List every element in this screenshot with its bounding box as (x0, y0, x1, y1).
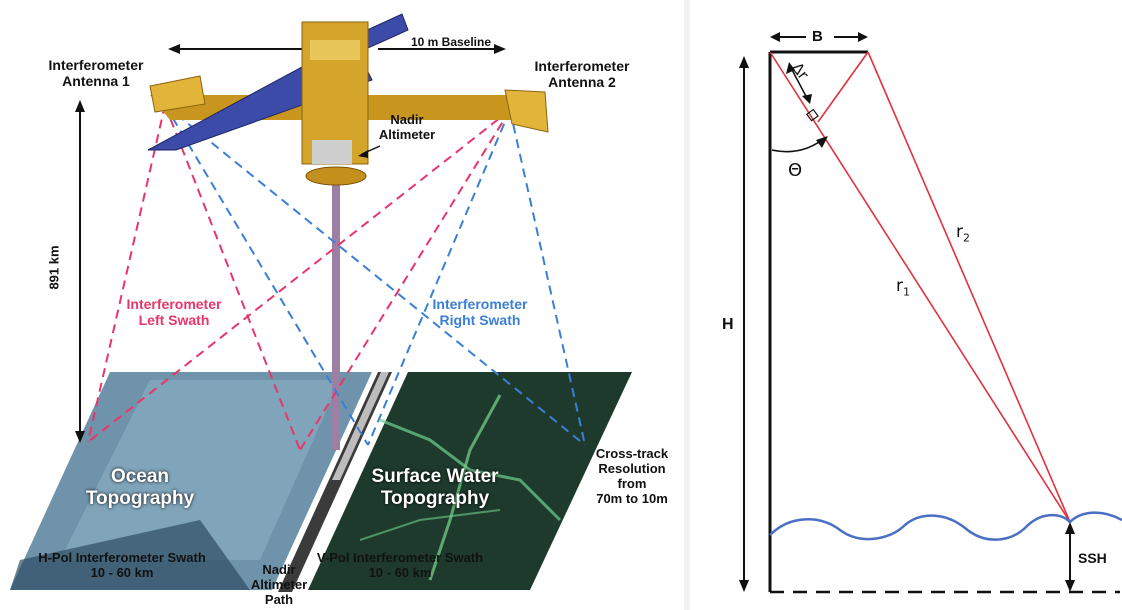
surface-water-label: Surface Water Topography (371, 466, 499, 509)
sea-surface-wave (769, 511, 1122, 541)
theta-symbol: Θ (788, 160, 803, 181)
nadir-altimeter-path-label: Nadir Altimeter Path (250, 562, 308, 607)
altimeter-dish (305, 166, 367, 186)
range-lines (769, 51, 1071, 523)
r1-symbol: r (896, 276, 903, 296)
baseline-symbol: B (812, 28, 823, 45)
ocean-texture (60, 380, 340, 560)
antenna-2 (504, 89, 549, 133)
ssh-label: SSH (1078, 550, 1107, 566)
right-swath-label: Interferometer Right Swath (432, 296, 528, 328)
baseline-label: 10 m Baseline (410, 35, 492, 49)
surface-water-image (308, 372, 632, 590)
altitude-arrow (75, 100, 85, 443)
hpol-swath-label: H-Pol Interferometer Swath 10 - 60 km (38, 550, 206, 580)
baseline-arrow (168, 44, 506, 54)
r2-label: r2 (956, 222, 970, 244)
antenna-1-label: Interferometer Antenna 1 (48, 57, 144, 89)
panel-divider (684, 0, 690, 610)
nadir-altimeter-label: Nadir Altimeter (378, 112, 436, 142)
crosstrack-resolution-label: Cross-track Resolution from 70m to 10m (595, 446, 669, 506)
height-symbol: H (722, 316, 734, 333)
antenna-1 (149, 75, 206, 113)
r1-subscript: 1 (903, 285, 910, 299)
theta-arc (771, 139, 823, 153)
antenna-2-label: Interferometer Antenna 2 (534, 58, 630, 90)
vpol-swath-label: V-Pol Interferometer Swath 10 - 60 km (316, 550, 484, 580)
r1-label: r1 (896, 276, 910, 298)
r2-symbol: r (956, 222, 963, 242)
altitude-label: 891 km (46, 245, 62, 290)
interferometry-geometry (739, 32, 1122, 594)
satellite-diagram (10, 13, 632, 592)
ocean-topography-label: Ocean Topography (85, 466, 195, 509)
r2-subscript: 2 (963, 231, 970, 245)
left-swath-label: Interferometer Left Swath (126, 296, 222, 328)
altimeter-beam (332, 180, 340, 450)
left-swath-lines (87, 104, 511, 451)
right-angle-marker (805, 108, 819, 122)
right-swath-lines (164, 104, 586, 446)
